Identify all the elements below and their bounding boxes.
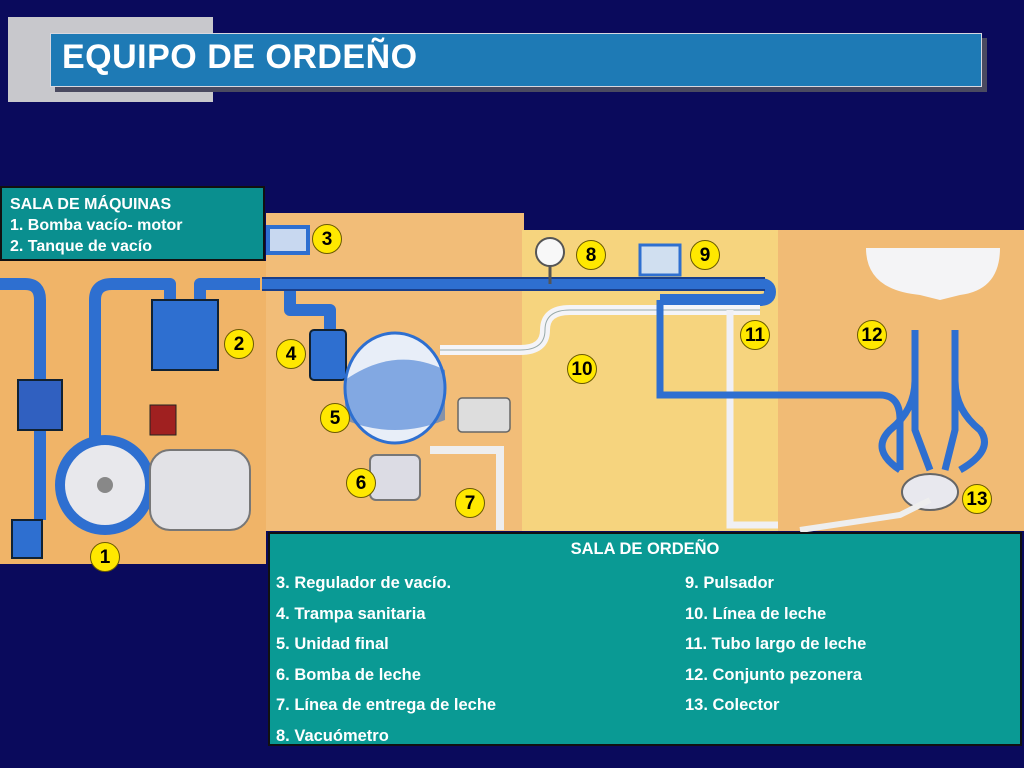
badge-8: 8 [576,240,606,270]
milk-delivery-line [430,446,504,530]
pulse-tube [656,300,778,399]
machine-room-item: 2. Tanque de vacío [10,238,152,255]
control-box [457,397,511,433]
badge-12: 12 [857,320,887,350]
badge-1: 1 [90,542,120,572]
badge-10: 10 [567,354,597,384]
udder [866,248,1000,300]
badge-3: 3 [312,224,342,254]
teat-cup-cluster [778,330,988,474]
machine-room-item: 1. Bomba vacío- motor [10,217,183,234]
vacuum-gauge [535,237,565,267]
sanitary-trap [309,329,347,381]
badge-11: 11 [740,320,770,350]
badge-13: 13 [962,484,992,514]
title-bar [50,33,982,87]
parlor-item: 11. Tubo largo de leche [685,635,867,654]
milking-parlor-heading: SALA DE ORDEÑO [570,540,720,558]
vacuum-pipe [0,278,776,520]
parlor-item: 9. Pulsador [685,574,774,592]
badge-5: 5 [320,403,350,433]
parlor-item: 13. Colector [685,696,780,715]
page-title: EQUIPO DE ORDEÑO [62,38,418,76]
pipe-outline [262,277,765,291]
milk-pump [369,454,421,501]
parlor-item: 7. Línea de entrega de leche [276,696,497,715]
vacuum-tank [151,299,219,371]
parlor-item: 8. Vacuómetro [276,726,389,745]
parlor-item: 3. Regulador de vacío. [276,574,452,592]
parlor-item: 4. Trampa sanitaria [276,604,426,623]
machine-room-heading: SALA DE MÁQUINAS [10,196,172,213]
parlor-item: 10. Línea de leche [685,604,827,623]
vacuum-pump-motor [11,379,251,559]
pulsator [638,243,682,277]
milking-parlor-legend: SALA DE ORDEÑO 3. Regulador de vacío. 4.… [268,532,1022,746]
parlor-left-column: 3. Regulador de vacío. 4. Trampa sanitar… [276,568,496,752]
claw-collector [901,473,959,511]
parlor-item: 5. Unidad final [276,635,389,654]
parlor-right-column: 9. Pulsador 10. Línea de leche 11. Tubo … [685,568,866,721]
parlor-item: 12. Conjunto pezonera [685,665,862,684]
badge-4: 4 [276,339,306,369]
machine-room-legend: SALA DE MÁQUINAS 1. Bomba vacío- motor 2… [0,186,265,261]
parlor-item: 6. Bomba de leche [276,665,421,684]
badge-9: 9 [690,240,720,270]
badge-6: 6 [346,468,376,498]
vacuum-regulator [266,225,310,255]
long-milk-tube [726,310,778,529]
badge-2: 2 [224,329,254,359]
badge-7: 7 [455,488,485,518]
